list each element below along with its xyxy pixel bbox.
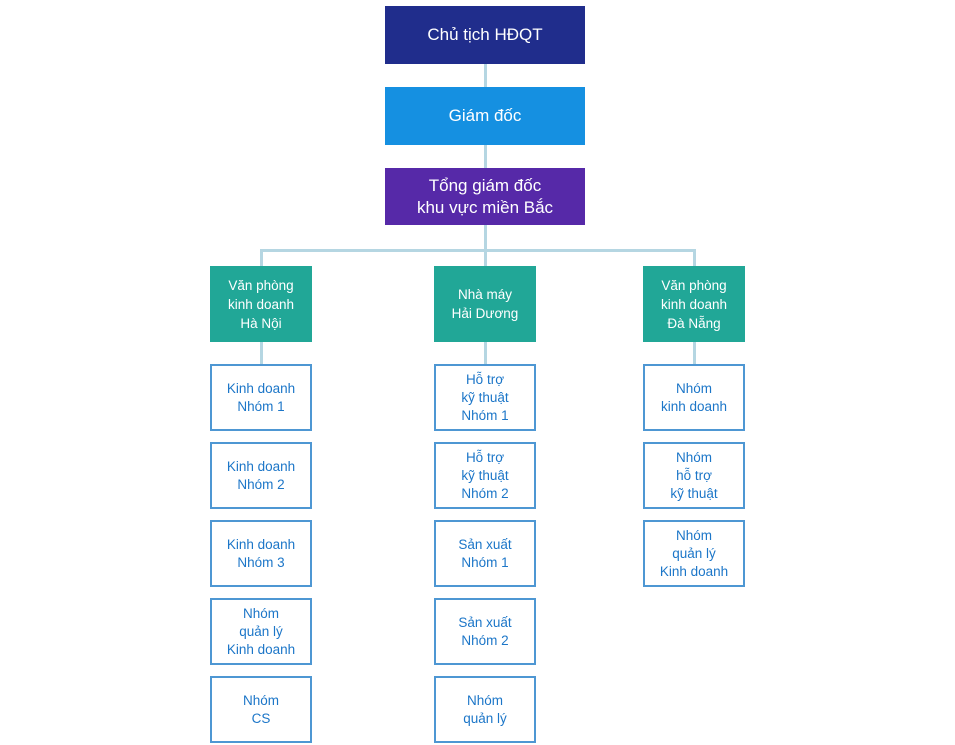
connector-haiduong-teams	[483, 342, 487, 364]
connector-branch-horizontal	[260, 249, 696, 252]
node-hanoi-sales-office: Văn phòng kinh doanh Hà Nội	[210, 266, 312, 342]
node-sales-team-2: Kinh doanh Nhóm 2	[210, 442, 312, 509]
node-tech-support-team-2: Hỗ trợ kỹ thuật Nhóm 2	[434, 442, 536, 509]
connector-chairman-director	[483, 64, 487, 87]
connector-danang-teams	[693, 342, 696, 364]
node-sales-management-team-hanoi: Nhóm quản lý Kinh doanh	[210, 598, 312, 665]
node-director: Giám đốc	[385, 87, 585, 145]
connector-hanoi-teams	[260, 342, 263, 364]
node-chairman: Chủ tịch HĐQT	[385, 6, 585, 64]
node-production-team-2: Sản xuất Nhóm 2	[434, 598, 536, 665]
connector-drop-danang	[693, 252, 696, 266]
node-tech-support-team-1: Hỗ trợ kỹ thuật Nhóm 1	[434, 364, 536, 431]
connector-general-director-branches	[483, 225, 487, 266]
node-general-director-north: Tổng giám đốc khu vực miền Bắc	[385, 168, 585, 225]
node-sales-management-team-danang: Nhóm quản lý Kinh doanh	[643, 520, 745, 587]
node-sales-team-1: Kinh doanh Nhóm 1	[210, 364, 312, 431]
node-management-team: Nhóm quản lý	[434, 676, 536, 743]
connector-director-general-director	[483, 145, 487, 168]
node-production-team-1: Sản xuất Nhóm 1	[434, 520, 536, 587]
column-haiduong: Hỗ trợ kỹ thuật Nhóm 1 Hỗ trợ kỹ thuật N…	[434, 364, 536, 745]
node-cs-team: Nhóm CS	[210, 676, 312, 743]
node-danang-sales-office: Văn phòng kinh doanh Đà Nẵng	[643, 266, 745, 342]
node-tech-support-group: Nhóm hỗ trợ kỹ thuật	[643, 442, 745, 509]
column-danang: Nhóm kinh doanh Nhóm hỗ trợ kỹ thuật Nhó…	[643, 364, 745, 598]
node-haiduong-factory: Nhà máy Hải Dương	[434, 266, 536, 342]
node-sales-team-3: Kinh doanh Nhóm 3	[210, 520, 312, 587]
node-sales-group: Nhóm kinh doanh	[643, 364, 745, 431]
connector-drop-hanoi	[260, 252, 263, 266]
column-hanoi: Kinh doanh Nhóm 1 Kinh doanh Nhóm 2 Kinh…	[210, 364, 312, 745]
